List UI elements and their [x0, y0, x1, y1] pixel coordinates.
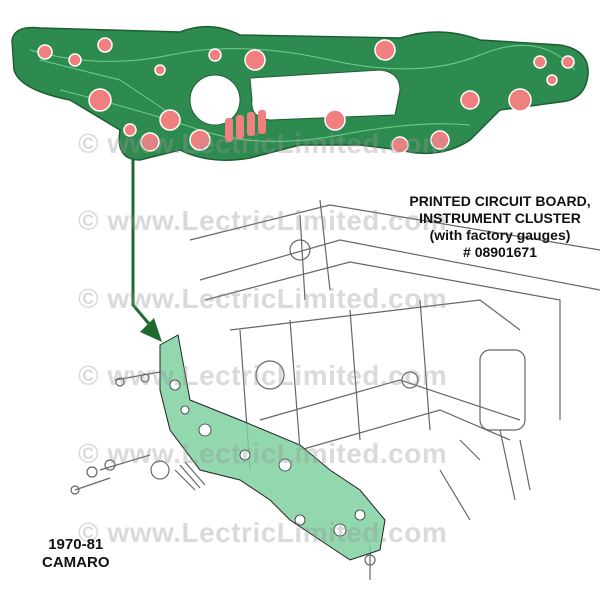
arrow-line: [131, 155, 152, 326]
watermark: © www.LectricLimited.com: [78, 128, 448, 159]
title-line-2: INSTRUMENT CLUSTER: [419, 210, 581, 226]
model-name: CAMARO: [42, 554, 110, 571]
watermark: © www.LectricLimited.com: [78, 283, 448, 314]
cluster-line-art: [70, 199, 600, 580]
pcb-installed-bracket: [159, 334, 386, 561]
part-title: PRINTED CIRCUIT BOARD, INSTRUMENT CLUSTE…: [400, 193, 600, 261]
title-line-3: (with factory gauges): [429, 227, 571, 243]
model-years: 1970-81: [48, 536, 104, 553]
arrow-head: [140, 318, 162, 342]
part-number: # 08901671: [463, 244, 537, 260]
watermark: © www.LectricLimited.com: [78, 360, 448, 391]
pcb-connector-pads: [225, 110, 266, 142]
watermark: © www.LectricLimited.com: [78, 517, 448, 548]
pcb-cutout: [249, 69, 401, 121]
watermark: © www.LectricLimited.com: [78, 438, 448, 469]
pcb-gauge-hole: [189, 74, 241, 126]
pcb-pads: [37, 37, 575, 154]
vehicle-model: 1970-81 CAMARO: [42, 536, 110, 572]
title-line-1: PRINTED CIRCUIT BOARD,: [409, 193, 591, 209]
watermark: © www.LectricLimited.com: [78, 205, 448, 236]
